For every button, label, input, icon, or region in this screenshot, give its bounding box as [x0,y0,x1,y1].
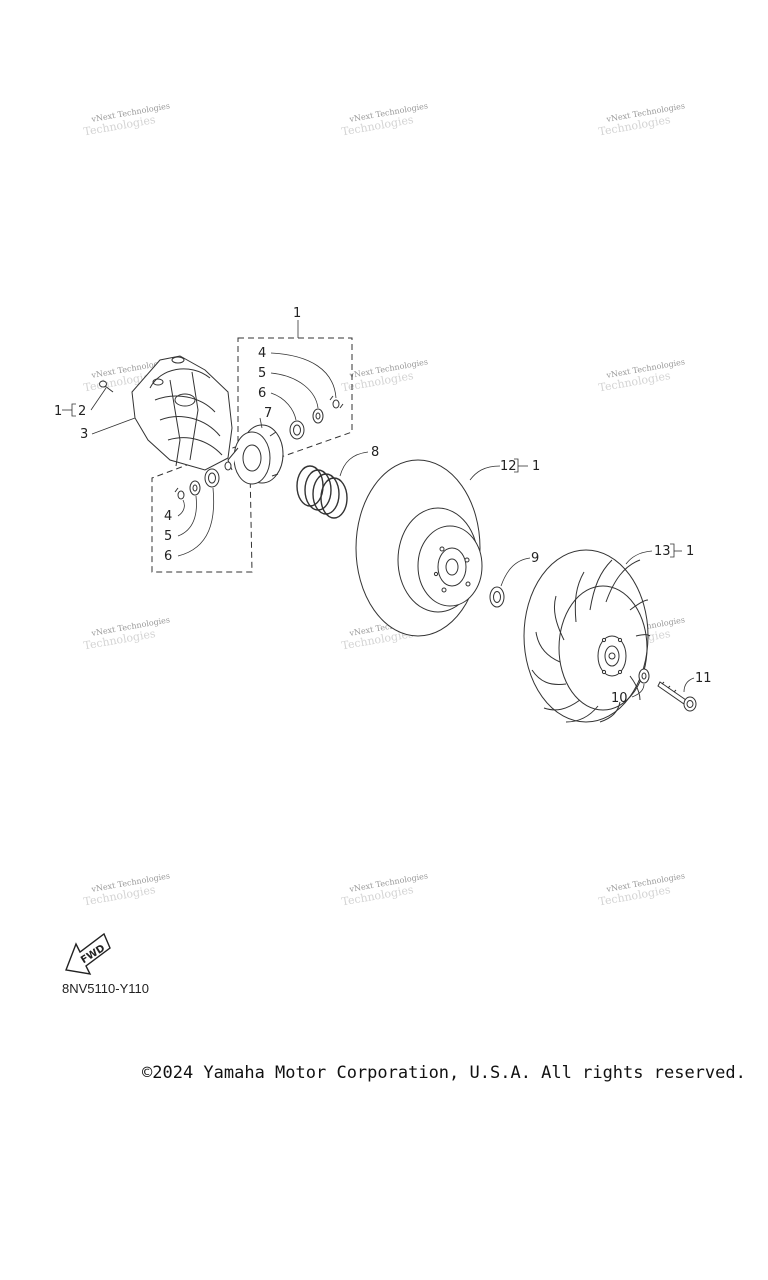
leader-line [683,677,695,693]
watermark-row-4: Technologies vNext Technologies Technolo… [82,871,685,908]
callout-1-top: 1 [293,306,301,321]
leader-line [177,495,197,537]
leader-line [90,387,107,411]
cam-part [224,424,284,485]
leader-line [270,352,337,399]
fwd-arrow-icon: FWD [65,932,111,975]
fixed-sheave-part [355,459,483,637]
pin-part [99,380,114,393]
movable-sheave-part [523,549,651,723]
leader-line [339,451,369,477]
group-bracket [670,543,675,558]
callout-2: 2 [78,404,86,419]
callout-13: 13 [654,544,671,559]
callout-7: 7 [264,406,272,421]
callout-1-left: 1 [54,404,62,419]
callout-13-ref: 1 [686,544,694,559]
callout-9: 9 [531,551,539,566]
callout-12-ref: 1 [532,459,540,474]
washer-part-lower [189,480,201,496]
callout-5-bottom: 5 [164,529,172,544]
group-bracket [514,458,519,473]
washer-part-9 [489,586,505,608]
leader-line [500,557,531,587]
callout-3: 3 [80,427,88,442]
leader-line [177,487,215,557]
callout-8: 8 [371,445,379,460]
leader-line [177,499,185,517]
leader-line [631,683,645,698]
callout-6-top: 6 [258,386,266,401]
watermark-row-1: Technologies vNext Technologies Technolo… [82,101,685,138]
washer-part-upper [312,408,324,424]
leader-line [259,417,263,429]
leader-line [469,465,501,481]
callout-12: 12 [500,459,517,474]
diagram-code: 8NV5110-Y110 [62,981,149,996]
callout-4-top: 4 [258,346,266,361]
washer-part-10 [638,668,650,684]
callout-6-bottom: 6 [164,549,172,564]
bolt-part [657,681,697,712]
callout-5-top: 5 [258,366,266,381]
callout-11: 11 [695,671,712,686]
bushing-part-lower [204,468,220,488]
callout-10: 10 [611,691,628,706]
leader-line [270,392,297,421]
cam-housing-part [131,355,233,471]
bushing-part-upper [289,420,305,440]
spring-part [296,465,348,519]
leader-line [91,417,136,435]
callout-4-bottom: 4 [164,509,172,524]
clip-part-lower [174,487,185,500]
clip-part-upper [329,395,344,409]
leader-line [270,372,319,409]
copyright-notice: ©2024 Yamaha Motor Corporation, U.S.A. A… [142,1063,746,1083]
leader-line [625,550,653,565]
group-bracket [71,403,76,417]
